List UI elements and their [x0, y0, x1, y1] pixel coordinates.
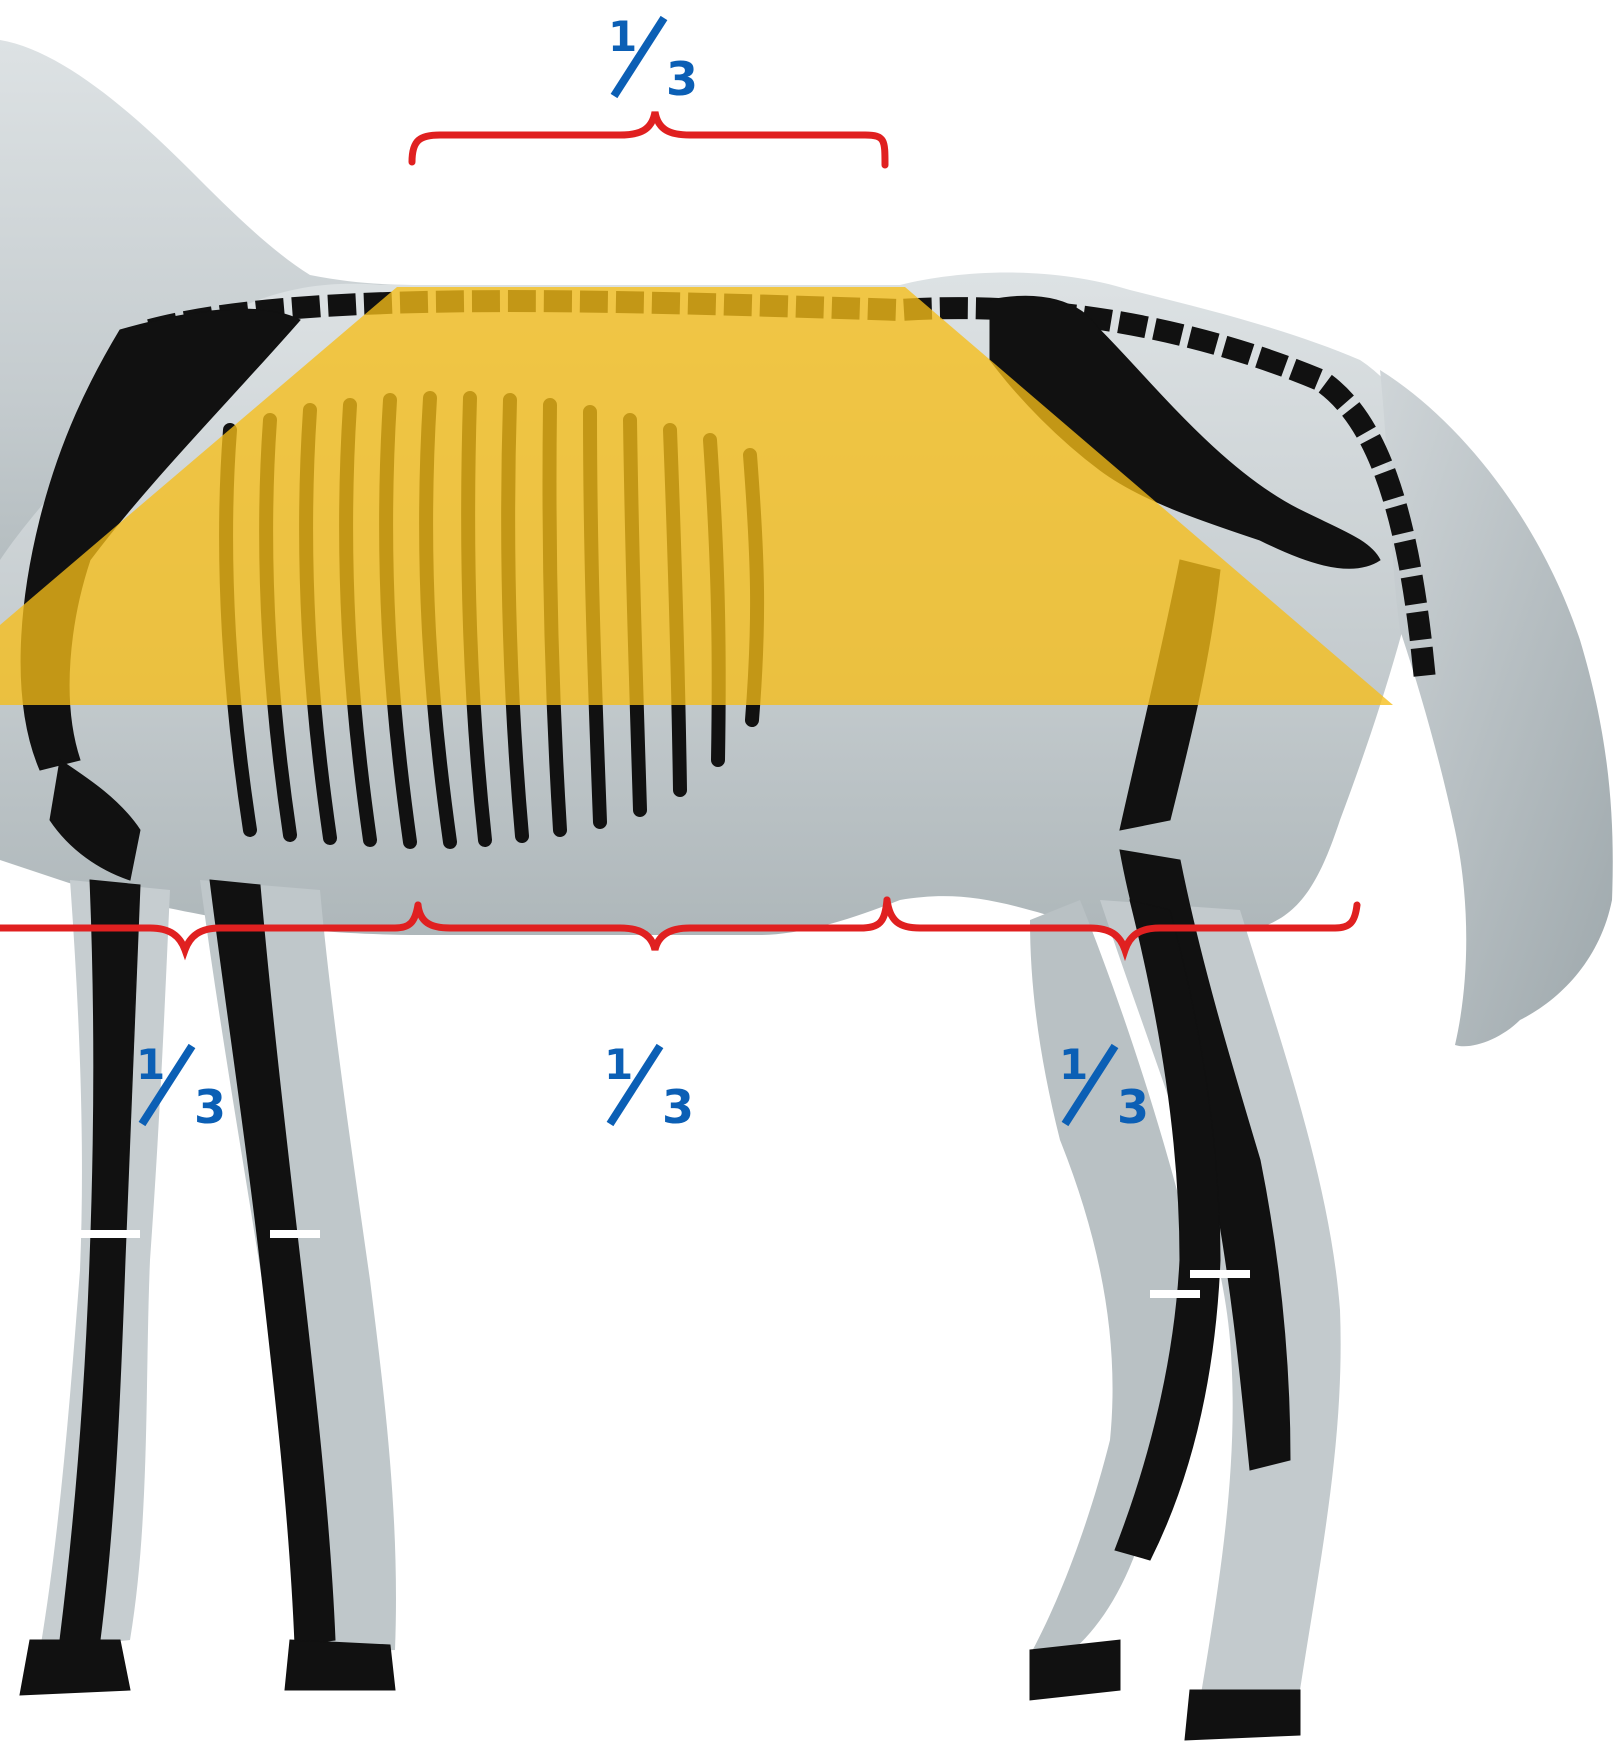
- horse-tail: [1380, 370, 1613, 1046]
- fraction-denominator: 3: [666, 56, 698, 102]
- fraction-label-bottom-right: 1 3: [1055, 1040, 1195, 1150]
- fraction-denominator: 3: [194, 1084, 226, 1130]
- fraction-denominator: 3: [1117, 1084, 1149, 1130]
- fraction-label-bottom-middle: 1 3: [600, 1040, 740, 1150]
- joint-marks: [80, 1230, 1250, 1298]
- fraction-label-bottom-left: 1 3: [132, 1040, 272, 1150]
- fraction-label-top: 1 3: [604, 12, 744, 122]
- hoof-hind-left: [1185, 1690, 1300, 1740]
- hoof-front-right: [285, 1640, 395, 1690]
- hoof-hind-right: [1030, 1640, 1120, 1700]
- fraction-denominator: 3: [662, 1084, 694, 1130]
- hoof-front-left: [20, 1640, 130, 1695]
